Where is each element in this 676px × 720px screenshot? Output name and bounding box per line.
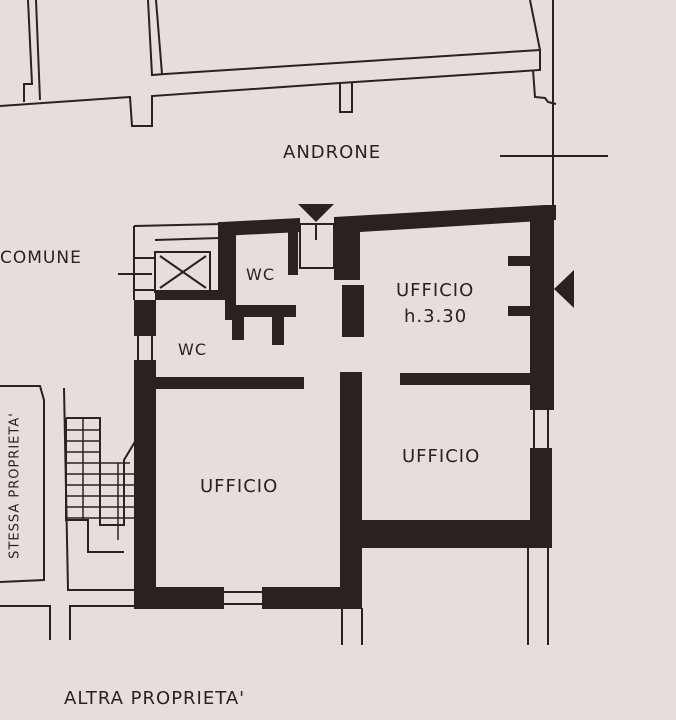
entrance-arrow-top-icon	[298, 204, 334, 222]
neighbor-outlines	[0, 0, 608, 210]
label-wc-upper: WC	[246, 265, 275, 284]
entrance-arrow-right-icon	[554, 270, 574, 308]
label-stessa-proprieta: STESSA PROPRIETA'	[7, 412, 23, 559]
label-altra-proprieta: ALTRA PROPRIETA'	[64, 688, 246, 709]
walls	[134, 205, 556, 609]
lower-lines	[341, 548, 549, 645]
label-comune: COMUNE	[0, 248, 82, 268]
label-ufficio-height: h.3.30	[404, 306, 468, 327]
label-wc-lower: WC	[178, 340, 207, 359]
entrance-block	[118, 223, 223, 300]
label-ufficio-left: UFFICIO	[200, 476, 279, 497]
label-ufficio-main: UFFICIO	[396, 280, 475, 301]
label-ufficio-right: UFFICIO	[402, 446, 481, 467]
windows	[137, 223, 553, 605]
staircase	[0, 385, 137, 640]
label-androne: ANDRONE	[283, 142, 382, 163]
